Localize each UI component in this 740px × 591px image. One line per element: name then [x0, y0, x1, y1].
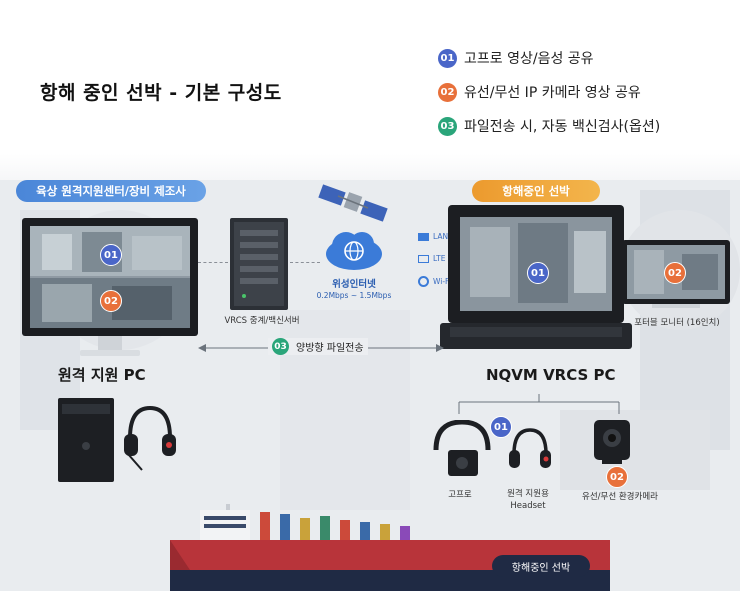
legend-badge: 03 [438, 116, 457, 136]
screen-badge-02: 02 [100, 290, 122, 312]
camera-badge: 02 [606, 466, 628, 488]
transfer-label: 03 양방향 파일전송 [268, 338, 368, 355]
support-headset-icon [509, 428, 551, 468]
server-caption: VRCS 중계/백신서버 [224, 316, 300, 326]
portable-monitor-caption: 포터블 모니터 (16인치) [634, 318, 720, 328]
server-icon [230, 218, 288, 310]
ship-label: 항해중인 선박 [492, 555, 590, 577]
legend-badge: 02 [438, 82, 457, 102]
device-bracket [458, 394, 620, 414]
connection-label: LTE [433, 254, 446, 263]
laptop-screen-badge: 01 [527, 262, 549, 284]
legend-item-2: 02 유선/무선 IP 카메라 영상 공유 [438, 82, 641, 102]
gopro-icon [433, 420, 491, 476]
headset-caption: 원격 지원용 Headset [496, 488, 560, 512]
headset-caption-line1: 원격 지원용 [507, 489, 549, 499]
legend-text: 고프로 영상/음성 공유 [464, 51, 594, 67]
ip-camera-icon [594, 420, 630, 464]
page-title: 항해 중인 선박 - 기본 구성도 [40, 82, 282, 104]
transfer-text: 양방향 파일전송 [296, 343, 364, 354]
lan-icon [418, 232, 429, 241]
connection-wifi: Wi-Fi [418, 276, 451, 287]
wifi-icon [418, 276, 429, 287]
container-ship [170, 504, 610, 591]
legend-item-3: 03 파일전송 시, 자동 백신검사(옵션) [438, 116, 660, 136]
headset-icon [124, 405, 176, 471]
lte-icon [418, 254, 429, 263]
legend-badge: 01 [438, 48, 457, 68]
connection-label: Wi-Fi [433, 277, 451, 286]
camera-caption: 유선/무선 환경카메라 [582, 492, 658, 502]
device-badge-01: 01 [490, 416, 512, 438]
screen-badge-01: 01 [100, 244, 122, 266]
link-line [198, 262, 228, 263]
connection-label: LAN [433, 232, 449, 241]
connection-lte: LTE [418, 254, 445, 263]
link-line [290, 262, 320, 263]
left-section-header: 육상 원격지원센터/장비 제조사 [16, 180, 206, 202]
vrcs-pc-label: NQVM VRCS PC [486, 366, 616, 384]
remote-pc-monitor [22, 218, 198, 356]
remote-pc-label: 원격 지원 PC [58, 366, 146, 384]
right-section-header: 항해중인 선박 [472, 180, 600, 202]
monitor-screen-badge: 02 [664, 262, 686, 284]
satellite-icon [318, 184, 388, 222]
legend-text: 유선/무선 IP 카메라 영상 공유 [464, 85, 641, 101]
transfer-badge: 03 [272, 338, 289, 355]
legend-text: 파일전송 시, 자동 백신검사(옵션) [464, 119, 661, 135]
satellite-label: 위성인터넷 [332, 279, 376, 290]
headset-caption-line2: Headset [510, 501, 546, 511]
pc-tower-icon [58, 398, 114, 482]
legend-item-1: 01 고프로 영상/음성 공유 [438, 48, 594, 68]
satellite-speed: 0.2Mbps ~ 1.5Mbps [316, 291, 392, 300]
cloud-icon [326, 232, 382, 270]
gopro-caption: 고프로 [448, 490, 472, 500]
connection-lan: LAN [418, 232, 448, 241]
